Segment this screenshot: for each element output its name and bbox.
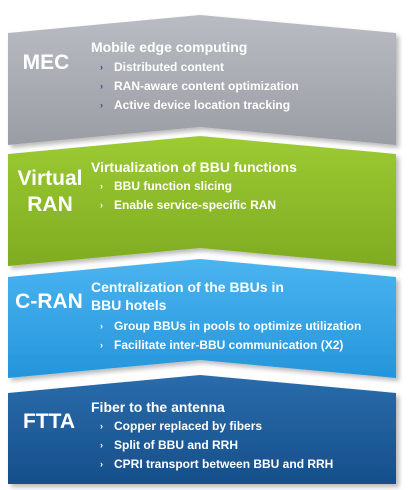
layer-title-vran: Virtualization of BBU functions xyxy=(91,159,297,175)
bullet-icon: › xyxy=(100,321,103,331)
bullet-icon: › xyxy=(100,200,103,210)
layer-items-cran: ›Group BBUs in pools to optimize utiliza… xyxy=(100,317,361,355)
list-item: ›Split of BBU and RRH xyxy=(100,436,333,455)
vran-layer-shape xyxy=(8,136,396,266)
list-item: ›BBU function slicing xyxy=(100,177,276,196)
cran-layer-shape xyxy=(8,259,396,378)
bullet-icon: › xyxy=(100,440,103,450)
layer-items-ftta: ›Copper replaced by fibers ›Split of BBU… xyxy=(100,417,333,474)
layer-items-vran: ›BBU function slicing ›Enable service-sp… xyxy=(100,177,276,215)
layer-items-mec: ›Distributed content ›RAN-aware content … xyxy=(100,58,299,115)
list-item: ›Group BBUs in pools to optimize utiliza… xyxy=(100,317,361,336)
list-item: ›Copper replaced by fibers xyxy=(100,417,333,436)
layer-title-mec: Mobile edge computing xyxy=(91,39,248,55)
layer-title-ftta: Fiber to the antenna xyxy=(91,399,225,415)
bullet-icon: › xyxy=(100,421,103,431)
list-item: ›Enable service-specific RAN xyxy=(100,196,276,215)
layer-tag-vran: Virtual RAN xyxy=(17,167,83,216)
list-item: ›CPRI transport between BBU and RRH xyxy=(100,455,333,474)
layer-tag-ftta: FTTA xyxy=(22,410,76,433)
bullet-icon: › xyxy=(100,100,103,110)
bullet-icon: › xyxy=(100,181,103,191)
list-item: ›Active device location tracking xyxy=(100,96,299,115)
layer-tag-mec: MEC xyxy=(22,51,70,74)
layer-tag-cran: C-RAN xyxy=(15,290,83,313)
bullet-icon: › xyxy=(100,459,103,469)
bullet-icon: › xyxy=(100,62,103,72)
mec-layer-shape xyxy=(8,15,396,145)
list-item: ›Facilitate inter-BBU communication (X2) xyxy=(100,336,361,355)
bullet-icon: › xyxy=(100,340,103,350)
ftta-layer-shape xyxy=(8,375,396,484)
list-item: ›RAN-aware content optimization xyxy=(100,77,299,96)
bullet-icon: › xyxy=(100,81,103,91)
list-item: ›Distributed content xyxy=(100,58,299,77)
layer-title-cran: Centralization of the BBUs in BBU hotels xyxy=(91,279,284,313)
